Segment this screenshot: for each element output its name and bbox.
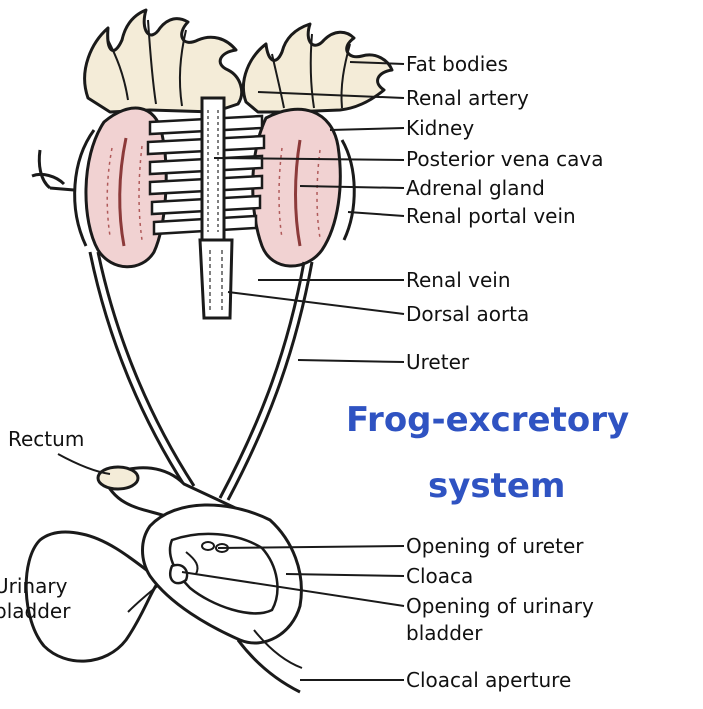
diagram-title-line-2: system [428,466,566,506]
label-opening-of-urinary-bladder-line-1: Opening of urinary [406,594,594,618]
kidney-left [84,106,168,269]
label-renal-artery: Renal artery [406,86,529,110]
label-ureter: Ureter [406,350,470,374]
urinary-bladder [24,530,163,663]
kidney-right [251,107,342,268]
label-cloacal-aperture: Cloacal aperture [406,668,572,692]
leader-opening-of-ureter [217,545,405,549]
posterior-vena-cava [200,96,226,242]
label-cloaca: Cloaca [406,564,474,588]
label-adrenal-gland: Adrenal gland [406,176,545,200]
dorsal-aorta [198,238,234,320]
label-renal-portal-vein: Renal portal vein [406,204,576,228]
ureters [88,251,314,501]
renal-portal-veins [31,129,356,247]
leader-renal-artery [257,91,405,99]
leader-lines [57,61,405,681]
label-rectum: Rectum [8,427,85,451]
label-kidney: Kidney [406,116,475,140]
cloaca [141,503,303,694]
label-fat-bodies: Fat bodies [406,52,509,76]
label-opening-of-urinary-bladder-line-2: bladder [406,621,483,645]
leader-posterior-vena-cava [213,157,405,161]
label-opening-of-ureter: Opening of ureter [406,534,584,558]
leader-fat-bodies [349,61,405,65]
diagram-title-line-1: Frog-excretory [346,400,630,440]
fat-body-right [241,22,394,114]
leader-rectum [57,453,111,475]
leader-opening-of-urinary-bladder [181,571,405,607]
leader-dorsal-aorta [227,291,405,315]
leader-cloaca [285,573,405,577]
leader-renal-portal-vein [347,211,405,217]
label-renal-vein: Renal vein [406,268,511,292]
label-urinary-bladder-line-1: Urinary [0,574,68,598]
leader-adrenal-gland [299,185,405,189]
label-dorsal-aorta: Dorsal aorta [406,302,530,326]
leader-kidney [329,127,405,131]
label-posterior-vena-cava: Posterior vena cava [406,147,604,171]
fat-body-left [83,8,244,114]
label-urinary-bladder-line-2: bladder [0,599,71,623]
leader-ureter [297,359,405,363]
